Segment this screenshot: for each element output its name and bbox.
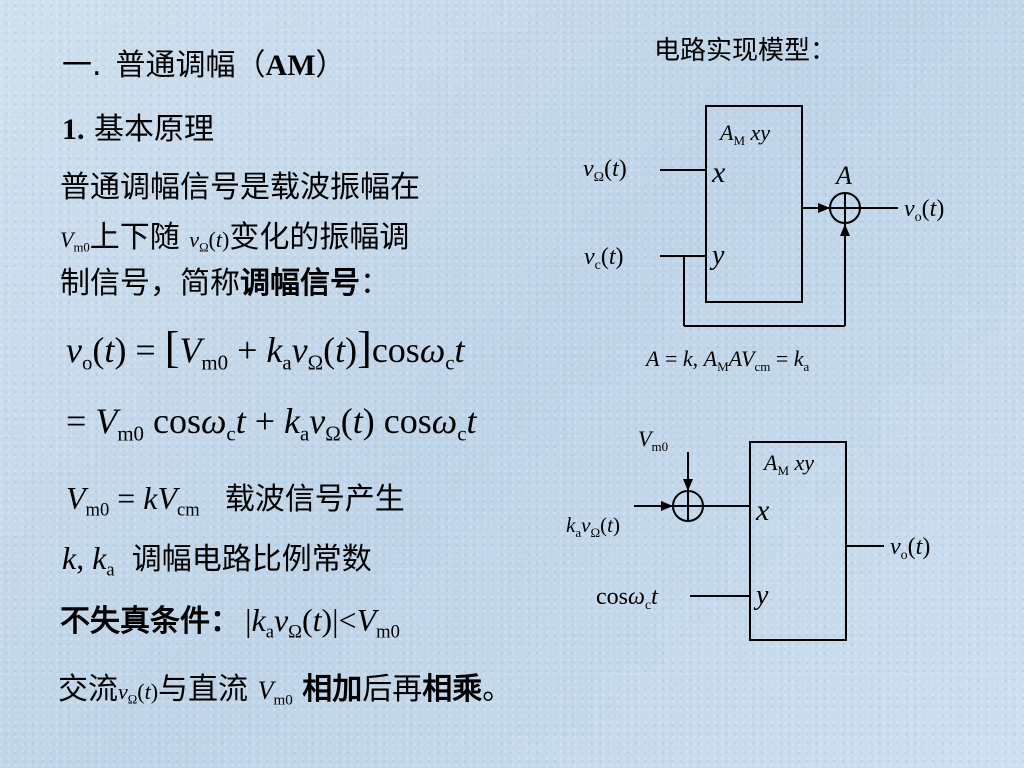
arrow-vm0 xyxy=(683,479,693,491)
arrow-into-adder xyxy=(818,203,830,213)
carrier-text: 载波信号产生 xyxy=(224,482,405,517)
title-close: ） xyxy=(315,48,346,83)
intro-line-1: 普通调幅信号是载波振幅在 xyxy=(60,170,420,205)
section-heading: 1. 基本原理 xyxy=(62,104,214,148)
page-title: 一. 普通调幅（AM） xyxy=(62,40,346,84)
intro-line3-colon: ： xyxy=(360,266,390,301)
equation-2: = Vm0 cosωct + kavΩ(t) cosωct xyxy=(66,401,477,446)
condition-note: 不失真条件： |kavΩ(t)|<Vm0 xyxy=(60,602,400,643)
constants-text: 调幅电路比例常数 xyxy=(131,542,372,577)
input-vc-label: vc(t) xyxy=(584,244,624,273)
intro-line2-a: 上下随 xyxy=(89,220,180,255)
y-label-1: y xyxy=(709,240,725,271)
condition-label: 不失真条件 xyxy=(60,604,210,639)
equation-1: vo(t) = [Vm0 + kavΩ(t)]cosωct xyxy=(66,323,465,375)
intro-line3-a: 制信号，简称 xyxy=(60,266,240,301)
cos-label: cosωct xyxy=(596,584,659,613)
y-label-2: y xyxy=(753,580,769,611)
adder-gain-label: A xyxy=(834,161,852,190)
intro-line2-b: 变化的振幅调 xyxy=(229,220,410,255)
input-vomega-label: vΩ(t) xyxy=(583,156,627,185)
diagram-title: 电路实现模型： xyxy=(654,36,837,66)
intro-line3-bold: 调幅信号 xyxy=(240,266,360,301)
x-label-1: x xyxy=(711,156,726,189)
intro-line-3: 制信号，简称调幅信号： xyxy=(60,258,390,302)
arrow-ka xyxy=(661,501,673,511)
multiplier-block-2 xyxy=(749,441,847,641)
output-label-2: vo(t) xyxy=(890,534,930,563)
var-vomega: vΩ(t) xyxy=(189,227,230,255)
section-number: 1. xyxy=(62,113,85,146)
constants-note: k, ka 调幅电路比例常数 xyxy=(62,540,372,581)
title-text: 普通调幅（ xyxy=(115,48,266,83)
mult-label-1: AM xy xyxy=(718,120,770,148)
multiplier-block-1 xyxy=(705,105,803,303)
var-vm0: Vm0 xyxy=(60,227,90,255)
vm0-label: Vm0 xyxy=(638,426,668,454)
title-index: 一. xyxy=(62,48,102,83)
arrow-feedback-up xyxy=(840,224,850,236)
carrier-note: Vm0 = kVcm 载波信号产生 xyxy=(66,480,405,521)
summary-line: 交流vΩ(t)与直流 Vm0 相加后再相乘。 xyxy=(58,672,513,709)
section-text: 基本原理 xyxy=(94,112,215,147)
output-label-1: vo(t) xyxy=(904,196,944,225)
mult-label-2: AM xy xyxy=(762,450,814,478)
x-label-2: x xyxy=(755,494,770,527)
intro-line-2: Vm0上下随 vΩ(t)变化的振幅调 xyxy=(60,212,409,256)
ka-vomega-label: kavΩ(t) xyxy=(566,513,620,540)
title-abbr: AM xyxy=(265,49,316,82)
